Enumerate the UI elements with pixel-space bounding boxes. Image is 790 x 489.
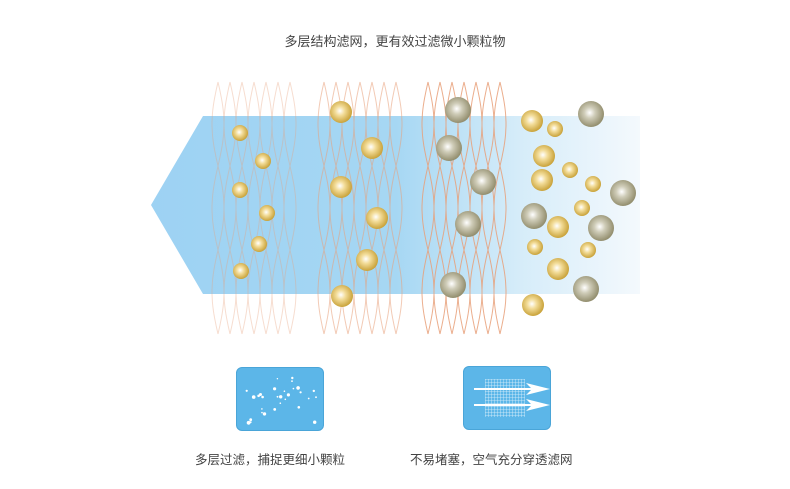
gold-particle — [547, 258, 569, 280]
dust-dot — [276, 378, 279, 380]
dust-dot — [261, 411, 263, 414]
airflow-arrow — [151, 116, 640, 294]
dust-dot — [297, 406, 301, 409]
dust-dot — [245, 389, 248, 392]
filter-fiber — [247, 81, 261, 335]
filter-layer-3 — [421, 81, 507, 335]
feature-caption-multilayer: 多层过滤，捕捉更细小颗粒 — [195, 452, 346, 467]
dust-dot — [276, 395, 279, 398]
gold-particle — [251, 236, 267, 252]
particles-icon — [245, 376, 317, 425]
gold-particle — [527, 239, 543, 255]
dust-dot — [312, 389, 315, 393]
gold-particle — [531, 169, 553, 191]
filter-fiber — [247, 81, 261, 335]
dust-dot — [259, 393, 262, 396]
gold-particle — [331, 285, 353, 307]
dust-dot — [284, 398, 287, 401]
gold-particle — [361, 137, 383, 159]
gold-particle — [330, 176, 352, 198]
dust-dot — [291, 380, 293, 382]
dust-dot — [262, 412, 267, 416]
gold-particle — [533, 145, 555, 167]
dust-dot — [313, 420, 317, 424]
gold-particle — [233, 263, 249, 279]
gold-particle — [255, 153, 271, 169]
filter-fiber — [235, 81, 249, 335]
gray-particle — [521, 203, 547, 229]
dust-dot — [315, 396, 317, 399]
gold-particle — [521, 110, 543, 132]
gray-particle — [610, 180, 636, 206]
gray-particle — [573, 276, 599, 302]
dust-dot — [273, 387, 277, 391]
dust-dot — [307, 397, 310, 400]
gold-particle — [232, 182, 248, 198]
gray-particle — [455, 211, 481, 237]
gold-particle — [585, 176, 601, 192]
gray-particle — [445, 97, 471, 123]
gold-particle — [580, 242, 596, 258]
gray-particle — [440, 272, 466, 298]
dust-dot — [261, 395, 264, 399]
dust-dot — [273, 408, 277, 411]
dust-dot — [251, 395, 256, 399]
dust-dot — [299, 391, 302, 394]
filter-fiber — [283, 81, 297, 335]
gold-particle — [259, 205, 275, 221]
dust-dot — [286, 393, 290, 397]
filter-fiber — [211, 81, 225, 335]
gray-particle — [588, 215, 614, 241]
filter-fiber — [493, 81, 507, 335]
gray-particle — [436, 135, 462, 161]
filter-layer-2 — [317, 81, 403, 335]
gold-particle — [547, 216, 569, 238]
dust-dot — [279, 395, 283, 399]
mesh-airflow-icon — [474, 379, 550, 417]
filter-fiber — [271, 81, 285, 335]
dust-dot — [291, 376, 294, 380]
gold-particle — [522, 294, 544, 316]
filter-fiber — [223, 81, 237, 335]
headline: 多层结构滤网，更有效过滤微小颗粒物 — [284, 35, 506, 50]
dust-dot — [292, 387, 295, 390]
airflow-card — [463, 366, 551, 430]
gray-particle — [578, 101, 604, 127]
filter-fiber — [389, 81, 403, 335]
filter-fiber — [389, 81, 403, 335]
gold-particle — [547, 121, 563, 137]
dust-dot — [283, 390, 286, 392]
dust-dot — [249, 421, 252, 424]
gray-particle — [470, 169, 496, 195]
feature-caption-airflow: 不易堵塞，空气充分穿透滤网 — [410, 452, 573, 467]
filter-fiber — [283, 81, 297, 335]
gold-particle — [562, 162, 578, 178]
dust-dot — [249, 418, 253, 422]
gold-particle — [356, 249, 378, 271]
filter-fiber — [223, 81, 237, 335]
filter-fiber — [259, 81, 273, 335]
dust-dot — [279, 402, 282, 404]
filter-fiber — [211, 81, 225, 335]
gold-particle — [330, 101, 352, 123]
multi-layer-card — [236, 367, 324, 431]
gold-particle — [232, 125, 248, 141]
dust-dot — [261, 408, 263, 410]
dust-dot — [246, 420, 251, 425]
dust-dot — [296, 386, 300, 390]
filter-fiber — [493, 81, 507, 335]
gold-particle — [366, 207, 388, 229]
filter-fiber — [235, 81, 249, 335]
gold-particle — [574, 200, 590, 216]
